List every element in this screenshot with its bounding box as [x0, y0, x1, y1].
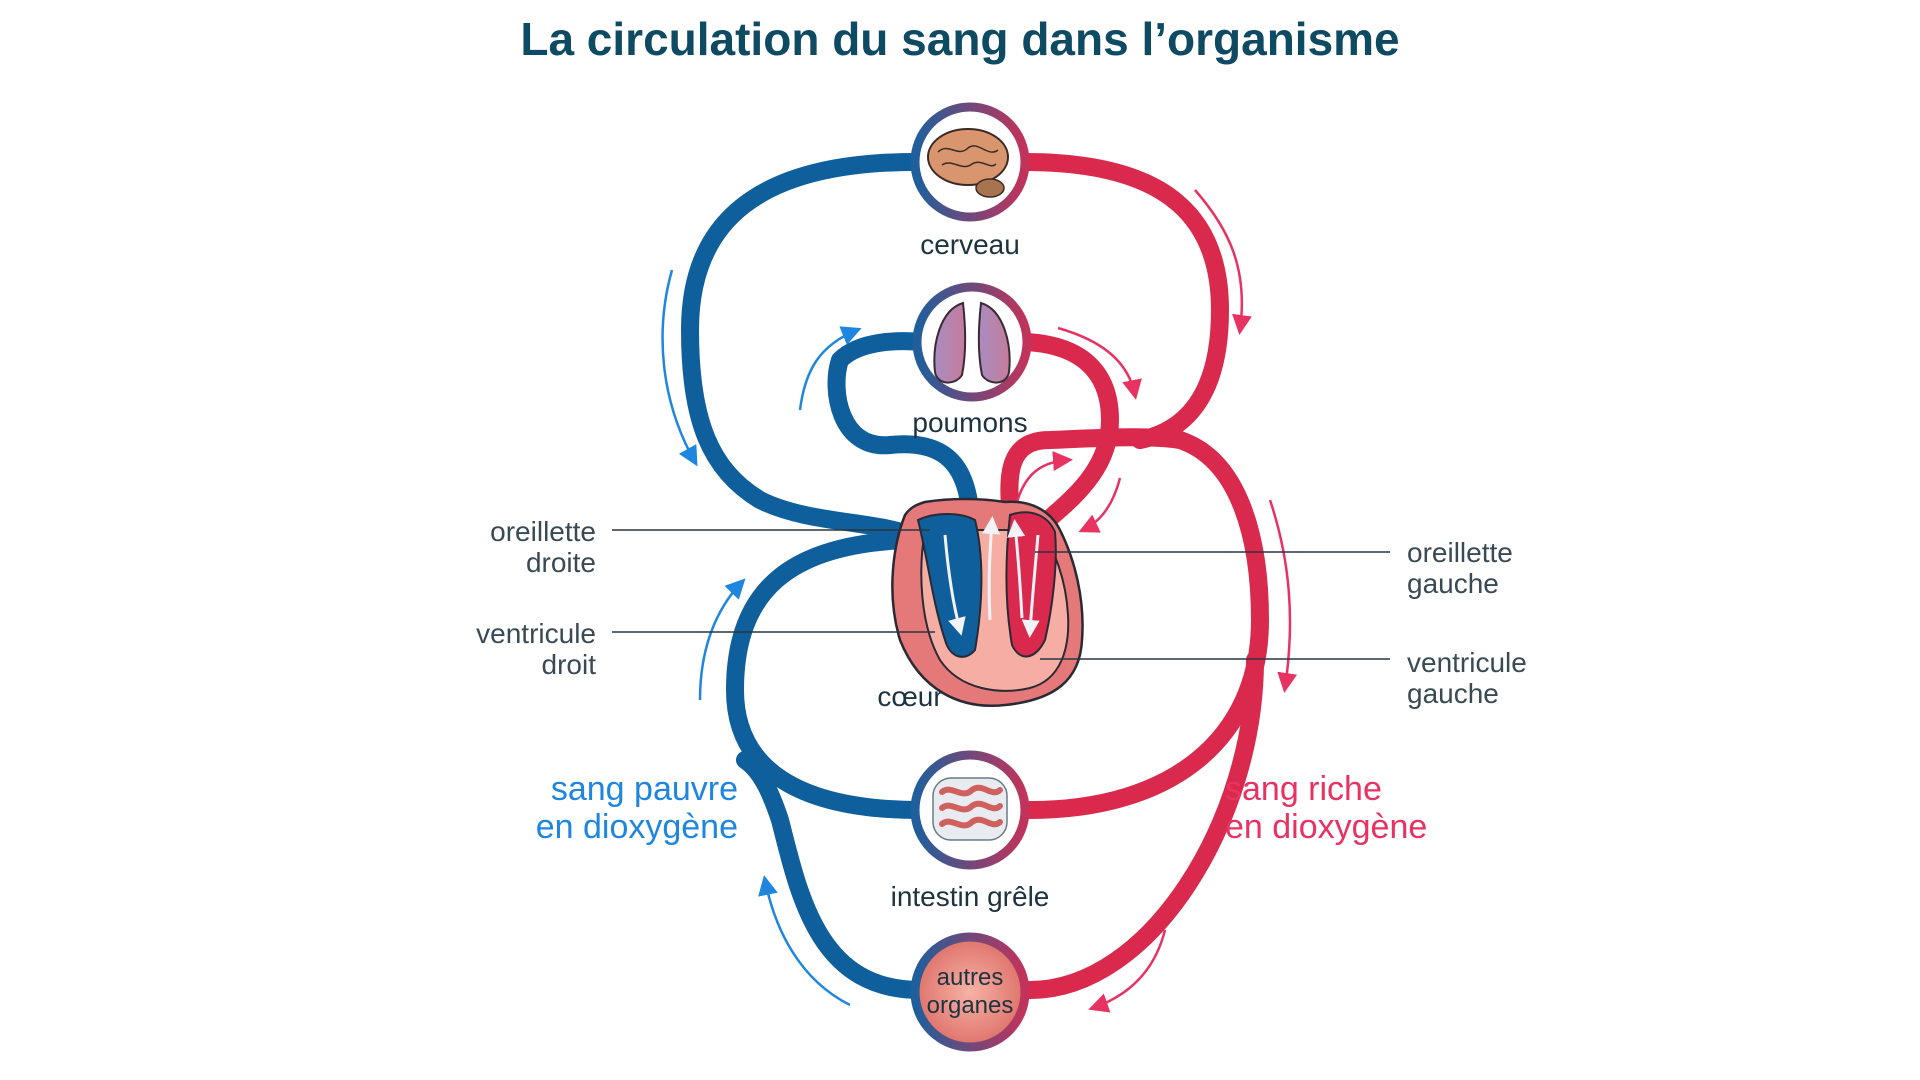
- other-organs-node: [910, 932, 1030, 1052]
- heart-label: cœur: [877, 681, 942, 712]
- flow-arrows: [661, 189, 1298, 1013]
- intestine-icon: [932, 777, 1008, 841]
- heart: [891, 497, 1084, 707]
- intestine-label: intestin grêle: [891, 881, 1050, 912]
- legend-rich-line1: sang riche: [1225, 770, 1382, 808]
- left-ventricle-label-line2: gauche: [1407, 678, 1499, 709]
- legend-poor-line1: sang pauvre: [551, 770, 738, 808]
- right-atrium-label-line2: droite: [526, 547, 596, 578]
- other-organs-label-line1: autres: [937, 964, 1004, 991]
- brain-node: [910, 102, 1030, 222]
- page-title: La circulation du sang dans l’organisme: [520, 13, 1400, 65]
- other-organs-label-line2: organes: [927, 992, 1014, 1019]
- right-ventricle-label-line1: ventricule: [476, 618, 596, 649]
- brain-icon: [927, 128, 1009, 198]
- deoxygenated-vessels: [681, 153, 979, 999]
- intestine-node: [910, 750, 1030, 870]
- lungs-label: poumons: [912, 407, 1027, 438]
- lungs-node: [912, 282, 1032, 402]
- left-ventricle-label-line1: ventricule: [1407, 647, 1527, 678]
- label-pointers: [612, 529, 1390, 660]
- right-ventricle-label-line2: droit: [542, 649, 597, 680]
- legend-rich-line2: en dioxygène: [1225, 808, 1427, 846]
- right-atrium-label-line1: oreillette: [490, 516, 596, 547]
- brain-label: cerveau: [920, 229, 1020, 260]
- legend-poor-line2: en dioxygène: [536, 808, 738, 846]
- left-atrium-label-line1: oreillette: [1407, 537, 1513, 568]
- oxygenated-vessels: [1000, 153, 1269, 999]
- lungs-icon: [933, 301, 1011, 384]
- left-atrium-label-line2: gauche: [1407, 568, 1499, 599]
